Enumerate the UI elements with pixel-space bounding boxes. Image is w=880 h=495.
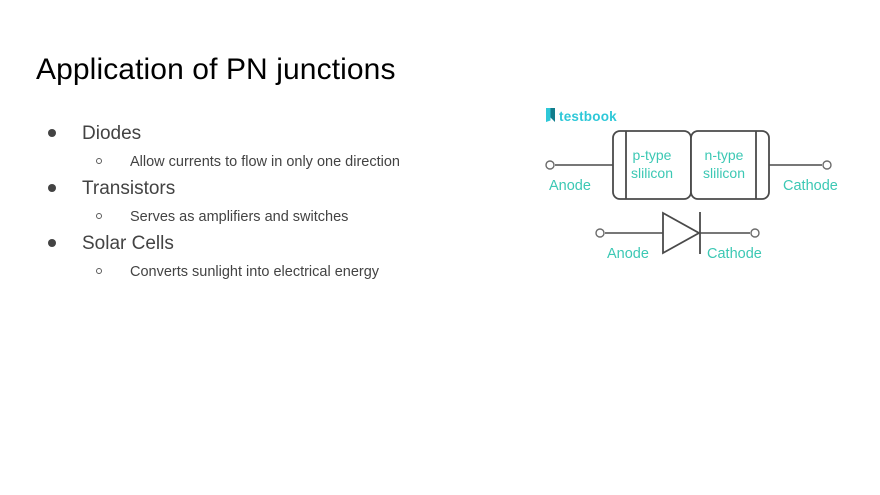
- list-item: Serves as amplifiers and switches: [40, 203, 490, 230]
- list-item: Transistors: [40, 175, 490, 203]
- n-type-label-line1: n-type: [705, 147, 744, 163]
- cathode-terminal-node: [822, 160, 832, 170]
- anode-terminal-node: [545, 160, 555, 170]
- diode-triangle: [662, 211, 701, 255]
- filled-disc-icon: [40, 231, 82, 259]
- sub-bullet-label: Serves as amplifiers and switches: [130, 209, 349, 225]
- hollow-circle-icon: [40, 258, 130, 285]
- bullet-label: Transistors: [82, 178, 176, 199]
- p-type-label-line1: p-type: [633, 147, 672, 163]
- watermark-text: testbook: [559, 109, 617, 124]
- list-item: Solar Cells: [40, 230, 490, 258]
- list-item: Allow currents to flow in only one direc…: [40, 148, 490, 175]
- hollow-circle-icon: [40, 203, 130, 230]
- n-type-region-body: [690, 130, 770, 200]
- bullet-label: Diodes: [82, 123, 142, 144]
- hollow-circle-icon: [40, 148, 130, 175]
- pn-junction-diagram: testbook p-type slilicon n-type slilicon…: [535, 100, 855, 275]
- list-item: Converts sunlight into electrical energy: [40, 258, 490, 285]
- p-type-label-line2: slilicon: [631, 165, 673, 181]
- bullet-group: Transistors Serves as amplifiers and swi…: [40, 175, 490, 230]
- bullet-label: Solar Cells: [82, 233, 174, 254]
- symbol-cathode-terminal-node: [750, 228, 760, 238]
- symbol-cathode-label: Cathode: [707, 246, 762, 262]
- n-type-label-line2: slilicon: [703, 165, 745, 181]
- diagram-svg: testbook p-type slilicon n-type slilicon…: [545, 108, 838, 262]
- filled-disc-icon: [40, 121, 82, 149]
- body-cathode-label: Cathode: [783, 178, 838, 194]
- filled-disc-icon: [40, 176, 82, 204]
- symbol-anode-terminal-node: [595, 228, 605, 238]
- bullet-list: Diodes Allow currents to flow in only on…: [40, 120, 490, 285]
- bullet-group: Diodes Allow currents to flow in only on…: [40, 120, 490, 175]
- list-item: Diodes: [40, 120, 490, 148]
- sub-bullet-label: Converts sunlight into electrical energy: [130, 264, 380, 280]
- body-anode-label: Anode: [549, 178, 591, 194]
- sub-bullet-label: Allow currents to flow in only one direc…: [130, 154, 400, 170]
- bookmark-icon: [546, 108, 555, 122]
- symbol-anode-label: Anode: [607, 246, 649, 262]
- page-title: Application of PN junctions: [36, 53, 396, 86]
- bullet-group: Solar Cells Converts sunlight into elect…: [40, 230, 490, 285]
